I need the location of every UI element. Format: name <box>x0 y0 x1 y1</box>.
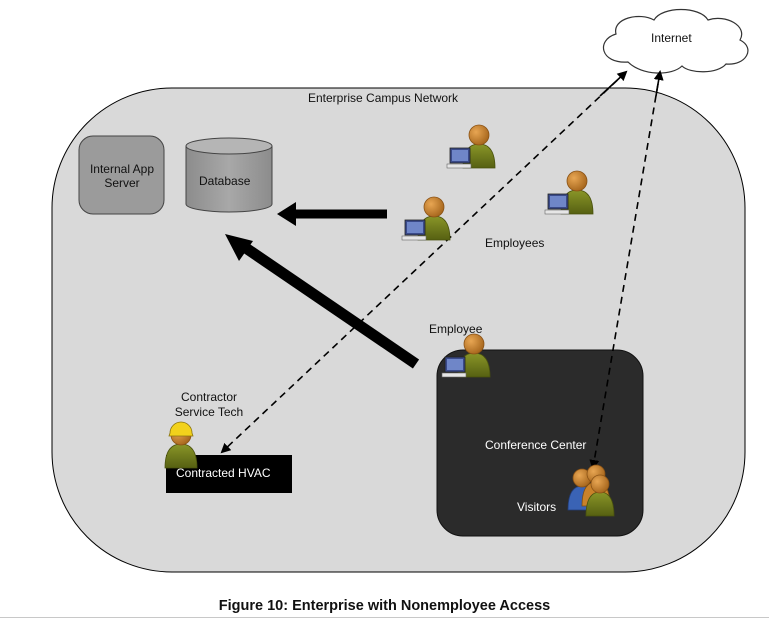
conference-center-label: Conference Center <box>485 438 587 452</box>
internal-app-server-box <box>78 135 165 215</box>
employee-to-database-arrow <box>277 202 387 226</box>
contractor-icon <box>164 421 198 469</box>
contractor-label: Contractor Service Tech <box>174 390 244 419</box>
internet-to-visitors-dashed-arrow-head-up <box>653 70 664 97</box>
contracted-hvac-label: Contracted HVAC <box>176 466 271 480</box>
campus-network-label: Enterprise Campus Network <box>308 91 459 105</box>
internet-cloud-icon <box>602 9 749 74</box>
employee-label: Employee <box>429 322 483 336</box>
internet-to-visitors-dashed-arrow <box>589 71 661 470</box>
figure-caption: Figure 10: Enterprise with Nonemployee A… <box>218 598 551 614</box>
employees-label: Employees <box>485 236 545 250</box>
database-icon <box>185 137 273 213</box>
internal-app-server-label: Internal App Server <box>89 162 155 190</box>
visitors-label: Visitors <box>517 500 557 514</box>
divider <box>0 617 769 618</box>
internet-to-hvac-dashed-arrow-head-up <box>599 70 628 97</box>
internet-to-hvac-dashed-arrow <box>220 71 627 454</box>
visitors-icon <box>567 464 615 517</box>
database-label: Database <box>199 174 251 188</box>
conference-employee-to-database-arrow <box>225 234 420 369</box>
internet-label: Internet <box>651 31 692 45</box>
